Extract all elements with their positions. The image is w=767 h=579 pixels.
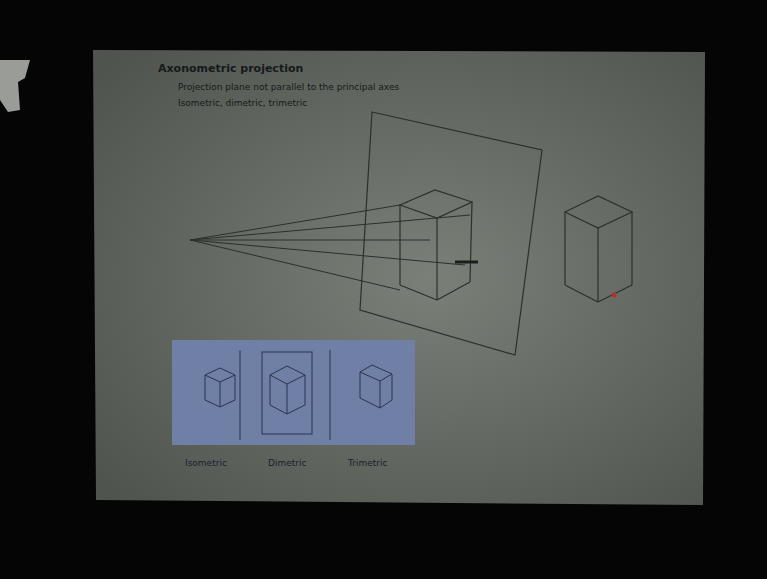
thumbnail-caption: Isometric	[185, 458, 227, 468]
bullet-text: Projection plane not parallel to the pri…	[178, 82, 399, 92]
slide-title: Axonometric projection	[158, 62, 303, 75]
bullet-text: Isometric, dimetric, trimetric	[178, 98, 307, 108]
thumbnail-caption: Trimetric	[348, 458, 387, 468]
thumbnail-caption: Dimetric	[268, 458, 306, 468]
